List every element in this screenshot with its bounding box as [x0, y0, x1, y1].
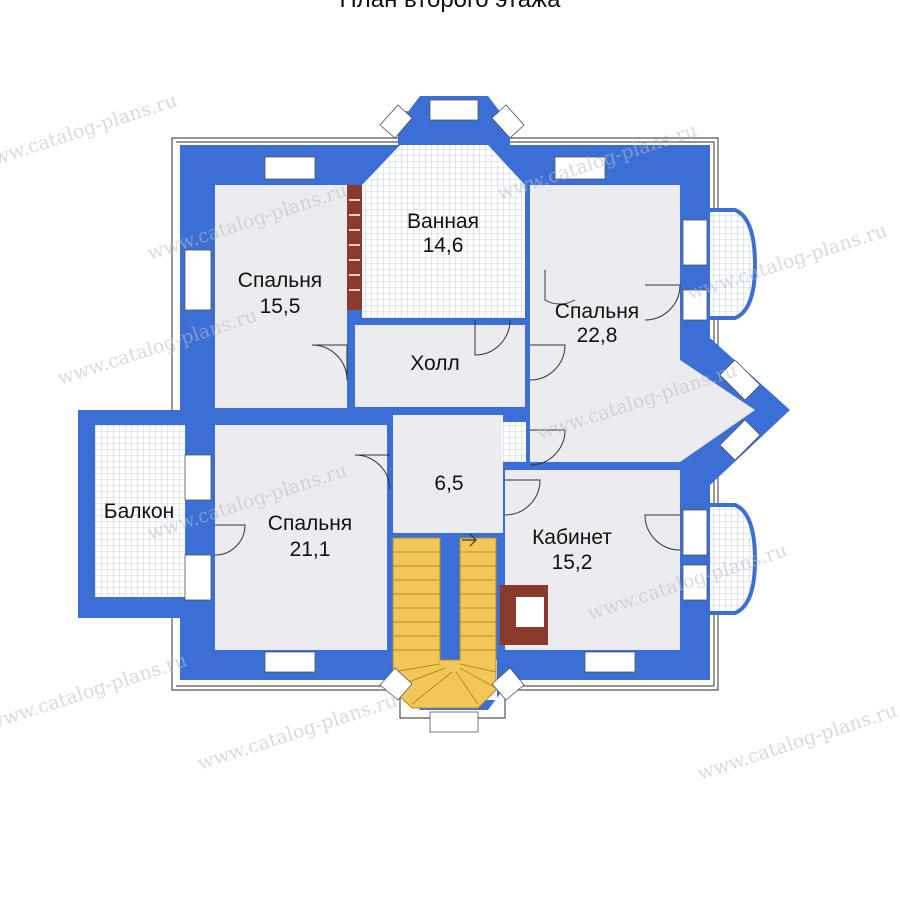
room-name: Спальня: [268, 512, 352, 535]
bedroom-2-floor: [530, 185, 755, 462]
room-name: Ванная: [407, 210, 479, 233]
room-name: Спальня: [238, 269, 322, 292]
bedroom-3-floor: [215, 425, 387, 650]
room-labels: Спальня 15,5 Ванная 14,6 Спальня 22,8 Хо…: [104, 210, 639, 574]
room-area: 14,6: [423, 234, 464, 257]
doors: [214, 270, 681, 556]
hall-floor: [355, 325, 525, 407]
bookshelf: [347, 185, 362, 310]
bay-windows: [706, 208, 758, 615]
room-floors: [95, 145, 755, 700]
corridor-floor: [393, 415, 503, 533]
room-area: 21,1: [290, 538, 331, 561]
plan-title: План второго этажа: [0, 0, 900, 14]
bedroom-1-floor: [215, 185, 347, 408]
room-area: 15,2: [552, 551, 593, 574]
watermark: www.catalog-plans.ru: [695, 699, 900, 784]
room-name: Кабинет: [532, 526, 612, 549]
room-area: 22,8: [577, 324, 618, 347]
room-area: 15,5: [260, 295, 301, 318]
room-name: Холл: [410, 352, 460, 375]
fireplace: [500, 585, 548, 645]
staircase: [392, 533, 497, 709]
balcony-floor: [95, 425, 185, 597]
watermark: www.catalog-plans.ru: [195, 689, 400, 774]
watermark: www.catalog-plans.ru: [0, 649, 190, 734]
small-tile: [502, 422, 526, 462]
room-name: Балкон: [104, 500, 174, 523]
room-name: Спальня: [555, 300, 639, 323]
bathroom-floor: [362, 145, 525, 318]
watermark: www.catalog-plans.ru: [0, 89, 180, 174]
room-area: 6,5: [434, 472, 463, 495]
windows: [184, 99, 761, 733]
